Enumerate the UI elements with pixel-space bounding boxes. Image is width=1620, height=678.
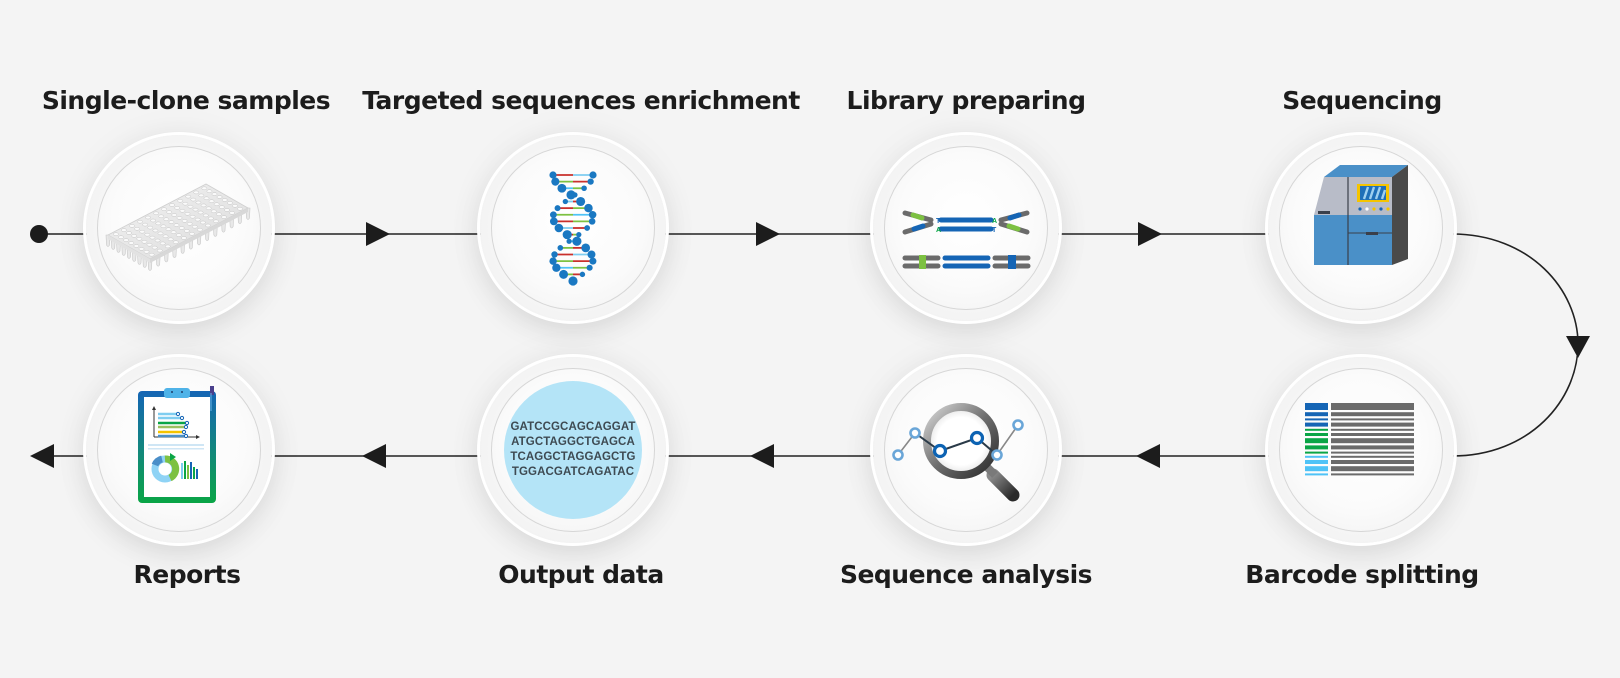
arrow-left-3 (362, 444, 386, 468)
step-node-single-clone-samples (86, 135, 272, 321)
step-label-library-preparing: Library preparing (846, 86, 1086, 115)
arrow-left-end (30, 444, 54, 468)
sequence-line: TCAGGCTAGGAGCTG (510, 451, 636, 463)
sequencer-machine-icon (1314, 165, 1408, 265)
step-node-barcode-splitting (1268, 357, 1454, 543)
step-label-targeted-enrichment: Targeted sequences enrichment (362, 86, 800, 115)
connector-4-5-curve (1451, 233, 1579, 457)
base-t-right: T (992, 227, 997, 234)
well-plate-icon (105, 183, 251, 271)
step-node-sequencing (1268, 135, 1454, 321)
step-label-barcode-splitting: Barcode splitting (1245, 560, 1479, 589)
step-node-library-preparing: T A A T (873, 135, 1059, 321)
step-node-sequence-analysis (873, 357, 1059, 543)
sequence-line: GATCCGCAGCAGGAT (510, 421, 636, 433)
base-a-left: A (936, 227, 941, 234)
arrow-right-3 (1138, 222, 1162, 246)
arrow-right-1 (366, 222, 390, 246)
step-label-reports: Reports (133, 560, 241, 589)
sequence-line: TGGACGATCAGATAC (511, 466, 635, 478)
sequence-line: ATGCTAGGCTGAGCA (511, 436, 635, 448)
arrow-right-2 (756, 222, 780, 246)
arrow-left-1 (1136, 444, 1160, 468)
base-t-left: T (936, 218, 941, 225)
step-label-output-data: Output data (498, 560, 664, 589)
arrow-left-2 (750, 444, 774, 468)
step-label-sequence-analysis: Sequence analysis (839, 560, 1093, 589)
magnifier-chart-icon (892, 403, 1024, 502)
dna-helix-icon (549, 171, 597, 286)
step-label-sequencing: Sequencing (1282, 86, 1442, 115)
barcode-table-icon (1305, 403, 1414, 476)
step-node-output-data: GATCCGCAGCAGGAT ATGCTAGGCTGAGCA TCAGGCTA… (480, 357, 666, 543)
adapter-ligation-icon: T A A T (902, 210, 1031, 269)
start-dot (30, 225, 48, 243)
step-node-targeted-enrichment (480, 135, 666, 321)
arrow-down (1566, 336, 1590, 358)
clipboard-report-icon (138, 386, 216, 503)
step-node-reports (86, 357, 272, 543)
sequence-text-icon: GATCCGCAGCAGGAT ATGCTAGGCTGAGCA TCAGGCTA… (504, 381, 642, 519)
step-label-single-clone-samples: Single-clone samples (41, 86, 331, 115)
base-a-right: A (992, 218, 997, 225)
